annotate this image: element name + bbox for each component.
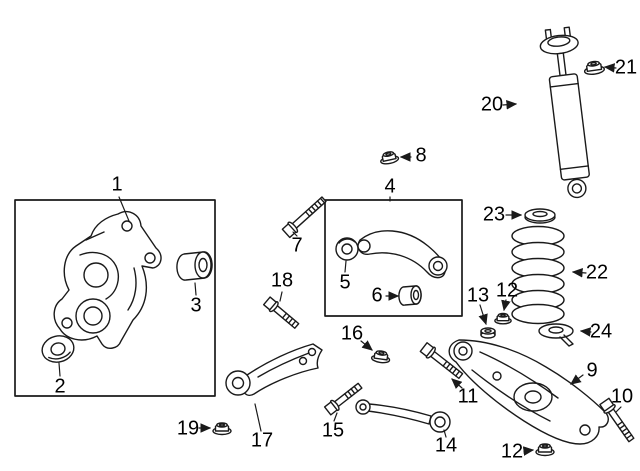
leader-17	[255, 404, 261, 431]
leader-2	[59, 363, 60, 376]
shock-absorber-part	[538, 26, 596, 199]
lower-control-arm-part	[449, 340, 608, 444]
leader-lines	[59, 63, 621, 456]
callout-label-8: 8	[415, 144, 427, 167]
callout-label-9: 9	[586, 359, 598, 382]
leader-12b	[522, 446, 535, 456]
leader-18	[280, 292, 282, 301]
leader-21	[603, 63, 616, 73]
callout-label-7: 7	[291, 234, 303, 257]
callout-label-22: 22	[585, 261, 609, 284]
nut-part-8	[379, 150, 399, 165]
callout-label-16: 16	[340, 322, 364, 345]
callout-label-12b: 12	[500, 440, 524, 463]
bolt-part-18	[263, 296, 301, 330]
nut-part-12b	[536, 444, 554, 456]
callout-label-24: 24	[589, 320, 613, 343]
callout-label-15: 15	[321, 419, 345, 442]
knuckle-part	[54, 212, 161, 349]
nut-part-19	[213, 423, 231, 435]
callout-label-21: 21	[614, 56, 638, 79]
leader-11	[451, 378, 462, 389]
leader-15	[334, 413, 337, 421]
bolt-part-10	[599, 398, 637, 444]
leader-5	[345, 261, 346, 272]
callout-label-11: 11	[457, 385, 479, 408]
leader-24	[579, 327, 591, 337]
upper-control-arm-part	[358, 231, 447, 278]
callout-label-5: 5	[339, 271, 351, 294]
coil-spring-part	[512, 227, 564, 324]
leader-13	[478, 305, 488, 326]
lower-spring-seat-part	[539, 324, 573, 346]
callout-label-20: 20	[480, 93, 504, 116]
leader-9	[570, 374, 583, 385]
bolt-part-7	[282, 194, 329, 238]
leader-14	[444, 430, 446, 437]
callout-label-19: 19	[176, 417, 200, 440]
nut-part-16	[371, 350, 390, 364]
leader-12a	[501, 300, 511, 312]
callout-label-1: 1	[111, 173, 123, 196]
bushing-part-3	[177, 252, 212, 280]
bushing-part-2	[39, 333, 76, 366]
callout-label-13: 13	[466, 284, 490, 307]
callout-label-18: 18	[270, 269, 294, 292]
leader-3	[195, 283, 196, 295]
upper-spring-seat-part	[525, 209, 555, 223]
trailing-arm-part	[226, 344, 322, 395]
leader-10	[616, 407, 621, 412]
callout-label-14: 14	[434, 434, 458, 457]
toe-link-part	[356, 400, 450, 432]
leader-7	[293, 232, 297, 236]
nut-part-12a	[495, 314, 511, 324]
knuckle-group-box	[15, 200, 215, 396]
leader-20	[503, 99, 518, 110]
callout-label-10: 10	[610, 385, 634, 408]
bushing-part-5	[336, 238, 358, 260]
callout-label-17: 17	[250, 429, 274, 452]
nut-part-21	[583, 60, 604, 75]
bushing-part-6	[399, 286, 421, 305]
callout-label-6: 6	[371, 284, 383, 307]
bolt-part-11	[420, 342, 465, 381]
washer-part-13	[481, 328, 495, 338]
callout-label-4: 4	[384, 175, 396, 198]
upper-arm-group-box	[325, 200, 462, 316]
leader-22	[571, 267, 586, 278]
callout-label-23: 23	[482, 203, 506, 226]
leader-1	[119, 197, 129, 221]
callout-label-2: 2	[54, 375, 66, 398]
bolt-part-15	[324, 381, 364, 416]
callout-label-12a: 12	[495, 279, 519, 302]
leader-16	[361, 340, 373, 351]
callout-label-3: 3	[190, 294, 202, 317]
